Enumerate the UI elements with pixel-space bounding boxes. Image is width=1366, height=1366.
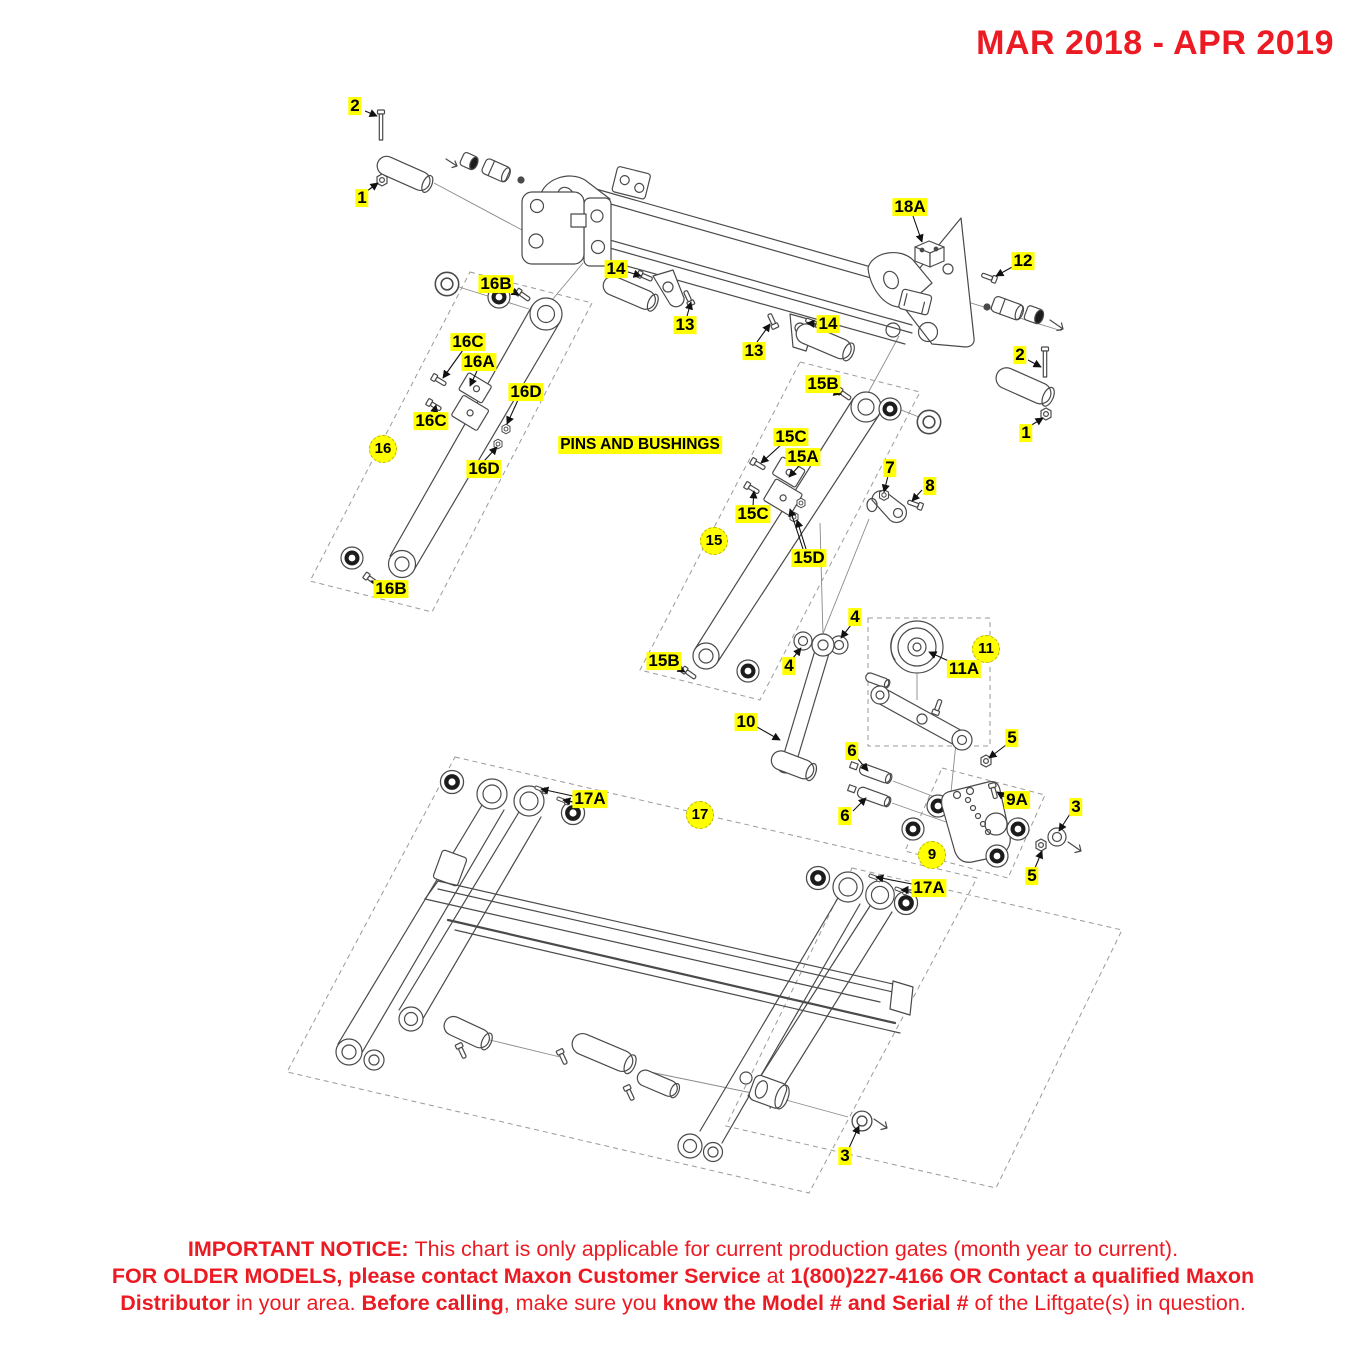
part-12-bolt	[980, 270, 999, 284]
group-11-roller	[865, 620, 973, 751]
notice-text: of the Liftgate(s) in question.	[968, 1291, 1246, 1316]
pin-retainer-right	[765, 312, 855, 362]
callout-15D: 15D	[791, 548, 827, 568]
notice-text: This chart is only applicable for curren…	[414, 1237, 1179, 1261]
callout-3: 3	[1069, 797, 1083, 817]
callout-7: 7	[883, 458, 897, 478]
callout-9A: 9A	[1004, 790, 1030, 810]
date-range-title: MAR 2018 - APR 2019	[976, 24, 1334, 62]
notice-line: FOR OLDER MODELS, please contact Maxon C…	[0, 1263, 1366, 1290]
callout-15B: 15B	[805, 374, 841, 394]
callout-15B: 15B	[646, 651, 682, 671]
beam-left-hinge	[521, 175, 612, 267]
callout-11A: 11A	[946, 659, 982, 679]
crank-lever	[866, 489, 925, 523]
notice-line: Distributor in your area. Before calling…	[0, 1290, 1366, 1317]
notice-text-bold: Before calling	[361, 1291, 504, 1316]
callout-4: 4	[848, 607, 862, 627]
callout-15-circled: 15	[700, 527, 728, 555]
callout-10: 10	[734, 712, 758, 732]
group-16-arm	[340, 271, 563, 588]
group-16-box	[309, 271, 593, 613]
callout-5: 5	[1005, 728, 1019, 748]
notice-line: IMPORTANT NOTICE: This chart is only app…	[0, 1236, 1366, 1263]
notice-text-bold: FOR OLDER MODELS, please contact Maxon C…	[111, 1264, 761, 1289]
callout-18A: 18A	[892, 197, 928, 217]
pin-retainer-left	[602, 269, 696, 312]
notice-text-bold: 1(800)227-4166 OR Contact a qualified Ma…	[790, 1264, 1255, 1289]
notice-text-bold: know the Model # and Serial #	[662, 1291, 969, 1316]
notice-text: at	[760, 1264, 791, 1289]
callout-2: 2	[348, 96, 362, 116]
callout-15C: 15C	[773, 427, 809, 447]
callout-13: 13	[742, 341, 766, 361]
important-notice: IMPORTANT NOTICE: This chart is only app…	[0, 1236, 1366, 1317]
callout-1: 1	[1019, 423, 1033, 443]
callout-17A: 17A	[911, 878, 947, 898]
callout-16B: 16B	[478, 274, 514, 294]
callout-6: 6	[838, 806, 852, 826]
callout-15A: 15A	[785, 447, 821, 467]
group-3-box	[725, 867, 1123, 1189]
callout-16A: 16A	[461, 352, 497, 372]
pivot-pin-left	[376, 109, 525, 193]
group-15-arm	[680, 386, 942, 683]
group-17-assembly	[335, 769, 919, 1163]
callout-1: 1	[355, 188, 369, 208]
callout-11-circled: 11	[972, 635, 1000, 663]
callout-6: 6	[845, 741, 859, 761]
callout-16C: 16C	[450, 332, 486, 352]
diagram-section-label: PINS AND BUSHINGS	[558, 436, 722, 454]
dashed-group-boxes	[286, 271, 1123, 1194]
callout-3: 3	[838, 1146, 852, 1166]
notice-text: , make sure you	[503, 1291, 663, 1316]
notice-text-bold: Distributor	[120, 1291, 231, 1316]
callout-16D: 16D	[508, 382, 544, 402]
part-18a-block	[914, 240, 945, 268]
link-10	[770, 631, 849, 782]
callout-16B: 16B	[373, 579, 409, 599]
callout-8: 8	[923, 476, 937, 496]
group-17-box	[286, 756, 978, 1194]
callout-17-circled: 17	[686, 801, 714, 829]
beam-right-end	[867, 217, 975, 348]
notice-text-bold: IMPORTANT NOTICE:	[187, 1237, 415, 1261]
callout-16C: 16C	[413, 411, 449, 431]
group-15-box	[639, 361, 921, 701]
group-9-bracket	[901, 754, 1082, 868]
callout-13: 13	[673, 315, 697, 335]
callout-2: 2	[1013, 345, 1027, 365]
pivot-pin-right	[983, 296, 1064, 421]
callout-16D: 16D	[466, 459, 502, 479]
callout-4: 4	[782, 656, 796, 676]
callout-14: 14	[604, 259, 628, 279]
notice-text: in your area.	[230, 1291, 362, 1316]
callout-15C: 15C	[735, 504, 771, 524]
callout-5: 5	[1025, 866, 1039, 886]
callout-9-circled: 9	[918, 841, 946, 869]
callout-16-circled: 16	[369, 435, 397, 463]
pins-6	[846, 761, 893, 808]
callout-12: 12	[1011, 251, 1035, 271]
callout-14: 14	[816, 314, 840, 334]
callout-17A: 17A	[572, 789, 608, 809]
